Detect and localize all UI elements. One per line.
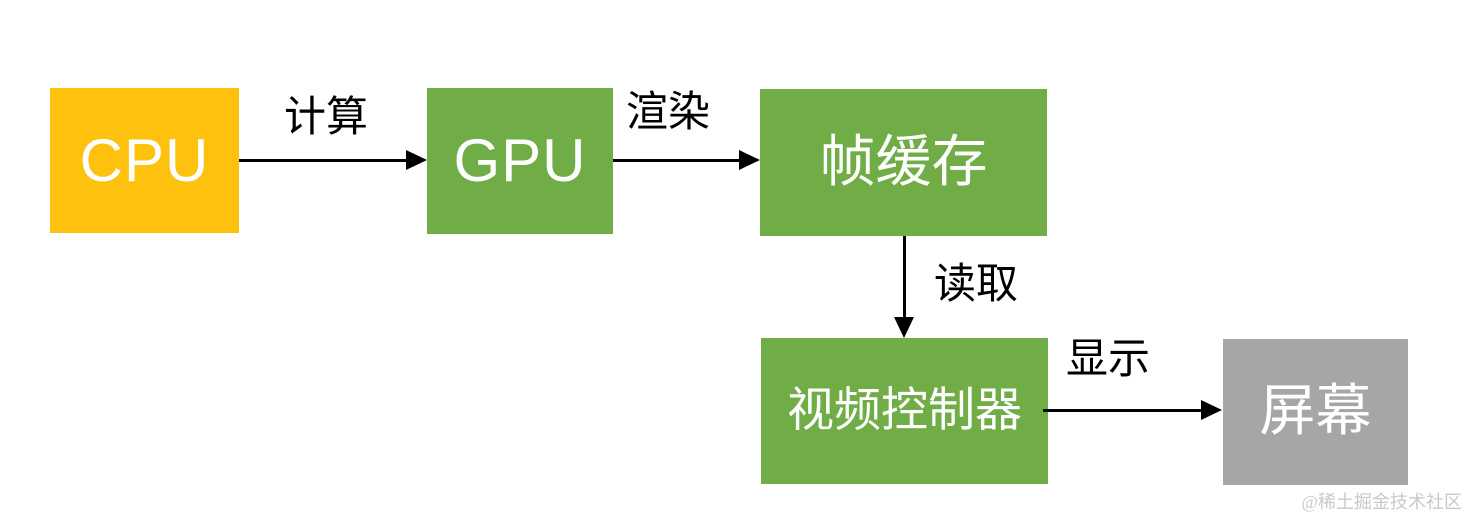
edge-label-compute: 计算 (283, 95, 369, 141)
arrow-framebuffer-to-video-controller (903, 236, 906, 318)
edge-label-display: 显示 (1065, 337, 1151, 383)
node-screen: 屏幕 (1223, 339, 1408, 485)
edge-label-read: 读取 (933, 262, 1019, 308)
arrow-gpu-to-framebuffer (613, 159, 740, 162)
arrowhead-icon (1201, 400, 1222, 420)
arrowhead-icon (406, 150, 427, 170)
arrowhead-icon (894, 317, 914, 338)
node-gpu: GPU (427, 88, 613, 234)
arrowhead-icon (739, 150, 760, 170)
node-cpu: CPU (50, 88, 239, 233)
node-framebuffer: 帧缓存 (760, 89, 1047, 236)
node-video-controller: 视频控制器 (761, 338, 1048, 484)
edge-label-render: 渲染 (625, 90, 711, 136)
arrow-cpu-to-gpu (239, 159, 407, 162)
arrow-video-controller-to-screen (1043, 409, 1202, 412)
watermark: @稀土掘金技术社区 (1301, 492, 1462, 512)
